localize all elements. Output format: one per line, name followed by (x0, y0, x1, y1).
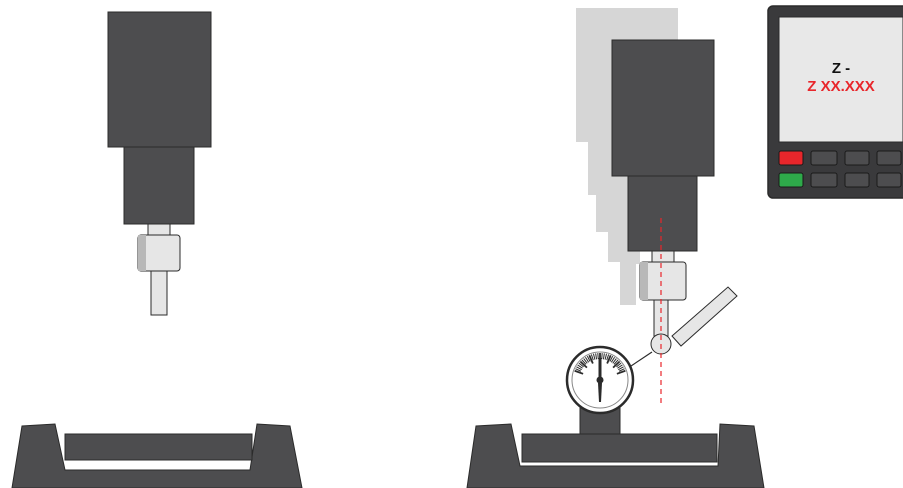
dial-tick-marks (574, 353, 626, 375)
controller-button[interactable] (876, 172, 902, 188)
controller-button[interactable] (844, 150, 870, 166)
dial-tick (590, 354, 594, 361)
dial-tick (586, 355, 591, 362)
dial-tick (574, 369, 584, 375)
z-position-readout: Z XX.XXX (807, 78, 875, 95)
end-mill-tool-icon (150, 270, 168, 316)
right-tool-holder (639, 250, 687, 301)
controller-button[interactable] (810, 150, 838, 166)
controller-button[interactable] (844, 172, 870, 188)
dial-tick (592, 353, 596, 360)
dial-tick (610, 356, 615, 363)
dial-tick (581, 359, 587, 365)
dial-tick (579, 360, 588, 369)
right-setup (466, 8, 765, 488)
dial-tick (575, 368, 582, 372)
dial-indicator-icon (565, 345, 635, 415)
dial-tick (585, 356, 590, 363)
left-setup (11, 11, 303, 488)
dial-tick (588, 354, 594, 364)
right-spindle-head (611, 39, 715, 177)
controller-button[interactable] (810, 172, 838, 188)
controller-button[interactable] (876, 150, 902, 166)
cnc-controller: Z - Z XX.XXX (767, 5, 903, 199)
left-spindle-nose (123, 146, 195, 225)
red-button[interactable] (778, 150, 804, 166)
dial-tick (578, 362, 584, 368)
dial-tick (617, 364, 623, 369)
dial-tick (612, 360, 621, 369)
dial-tick (606, 354, 610, 361)
green-button[interactable] (778, 172, 804, 188)
dial-tick (616, 369, 626, 375)
dial-tick (618, 366, 624, 371)
dial-tick (604, 353, 608, 360)
dial-tick (613, 359, 619, 365)
dial-tick (606, 354, 612, 364)
indicator-arm (671, 286, 738, 347)
dial-tick (616, 362, 622, 368)
right-spindle-nose (627, 175, 698, 252)
vise-icon (11, 423, 303, 488)
dial-needle (598, 383, 602, 402)
dial-tick (609, 355, 614, 362)
dial-tick (612, 358, 617, 364)
axis-direction-label: Z - (832, 60, 850, 77)
dial-tick (595, 353, 598, 360)
left-spindle-head (107, 11, 212, 148)
vise-icon (466, 423, 765, 488)
dial-tick (602, 353, 605, 360)
dial-tick (618, 368, 625, 372)
dial-tick (583, 358, 588, 364)
spindle-motion-ghost (576, 8, 678, 305)
left-tool-holder (137, 223, 181, 272)
controller-screen (778, 16, 903, 143)
dial-tick (576, 366, 582, 371)
dial-tick (577, 364, 583, 369)
